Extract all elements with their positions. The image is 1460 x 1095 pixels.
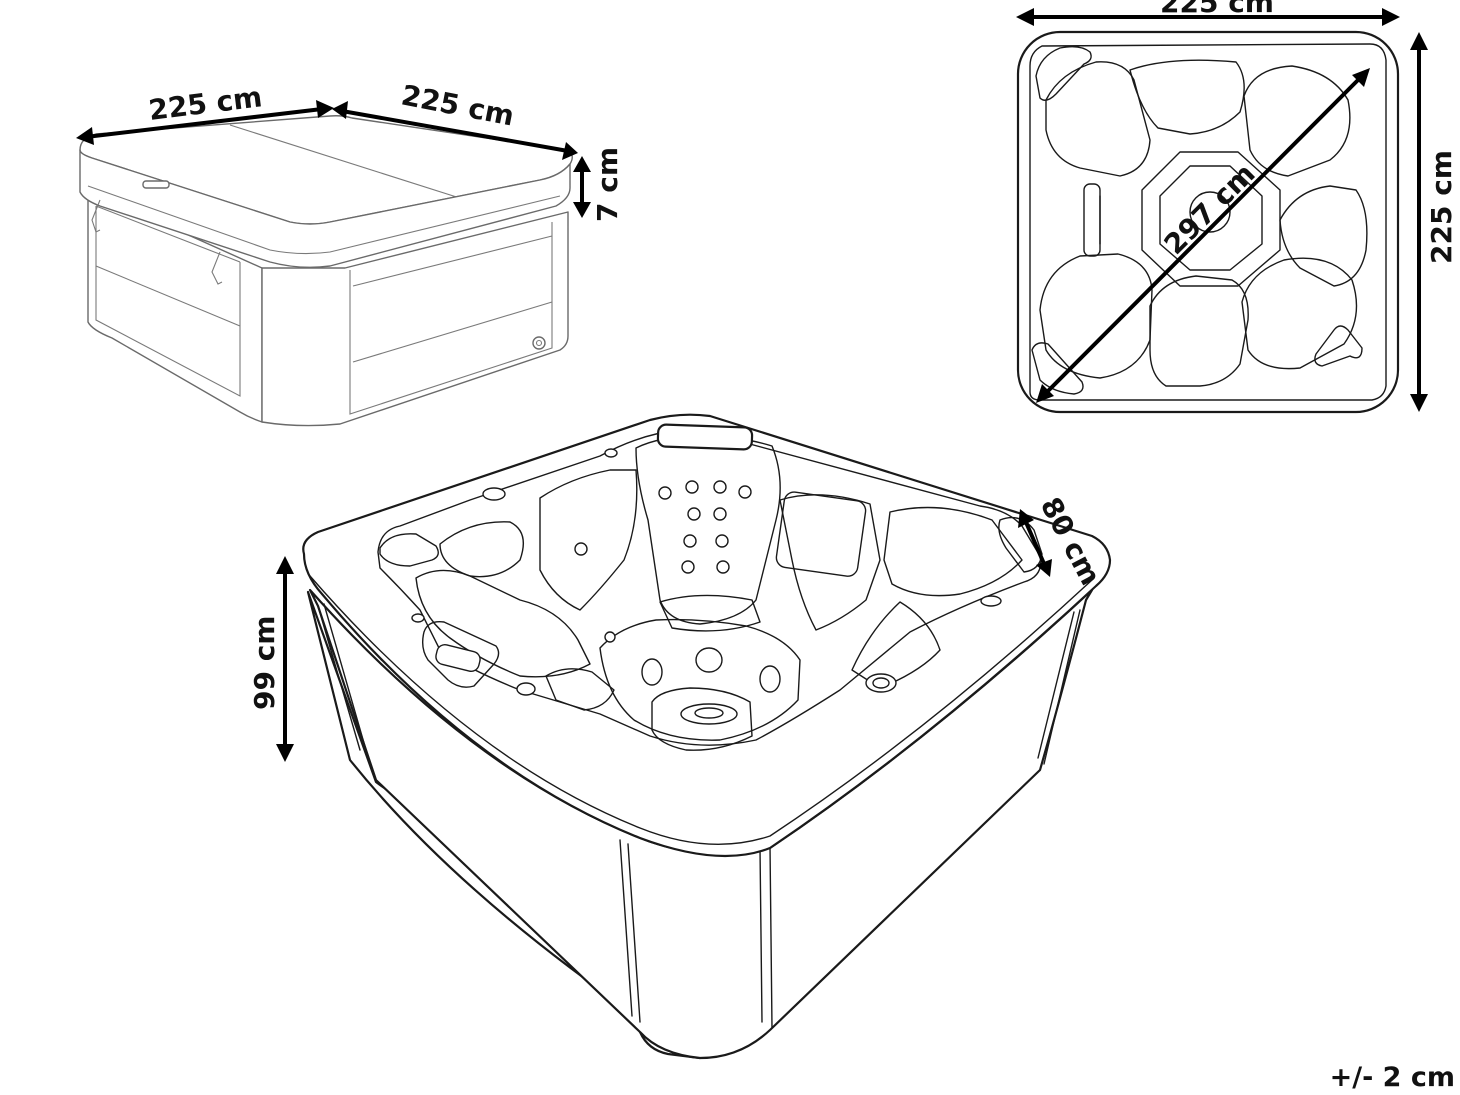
- top-depth-label: 225 cm: [1425, 150, 1458, 264]
- top-view: [1016, 30, 1400, 414]
- top-width-label: 225 cm: [1160, 0, 1274, 19]
- cover-dimensions: 225 cm 225 cm 7 cm: [76, 78, 624, 222]
- covered-tub-view: [79, 115, 573, 427]
- open-tub-view: [302, 413, 1112, 1060]
- tolerance-note: +/- 2 cm: [1330, 1062, 1455, 1093]
- cover-thickness-label: 7 cm: [591, 147, 624, 222]
- tub-height-label: 99 cm: [248, 616, 281, 711]
